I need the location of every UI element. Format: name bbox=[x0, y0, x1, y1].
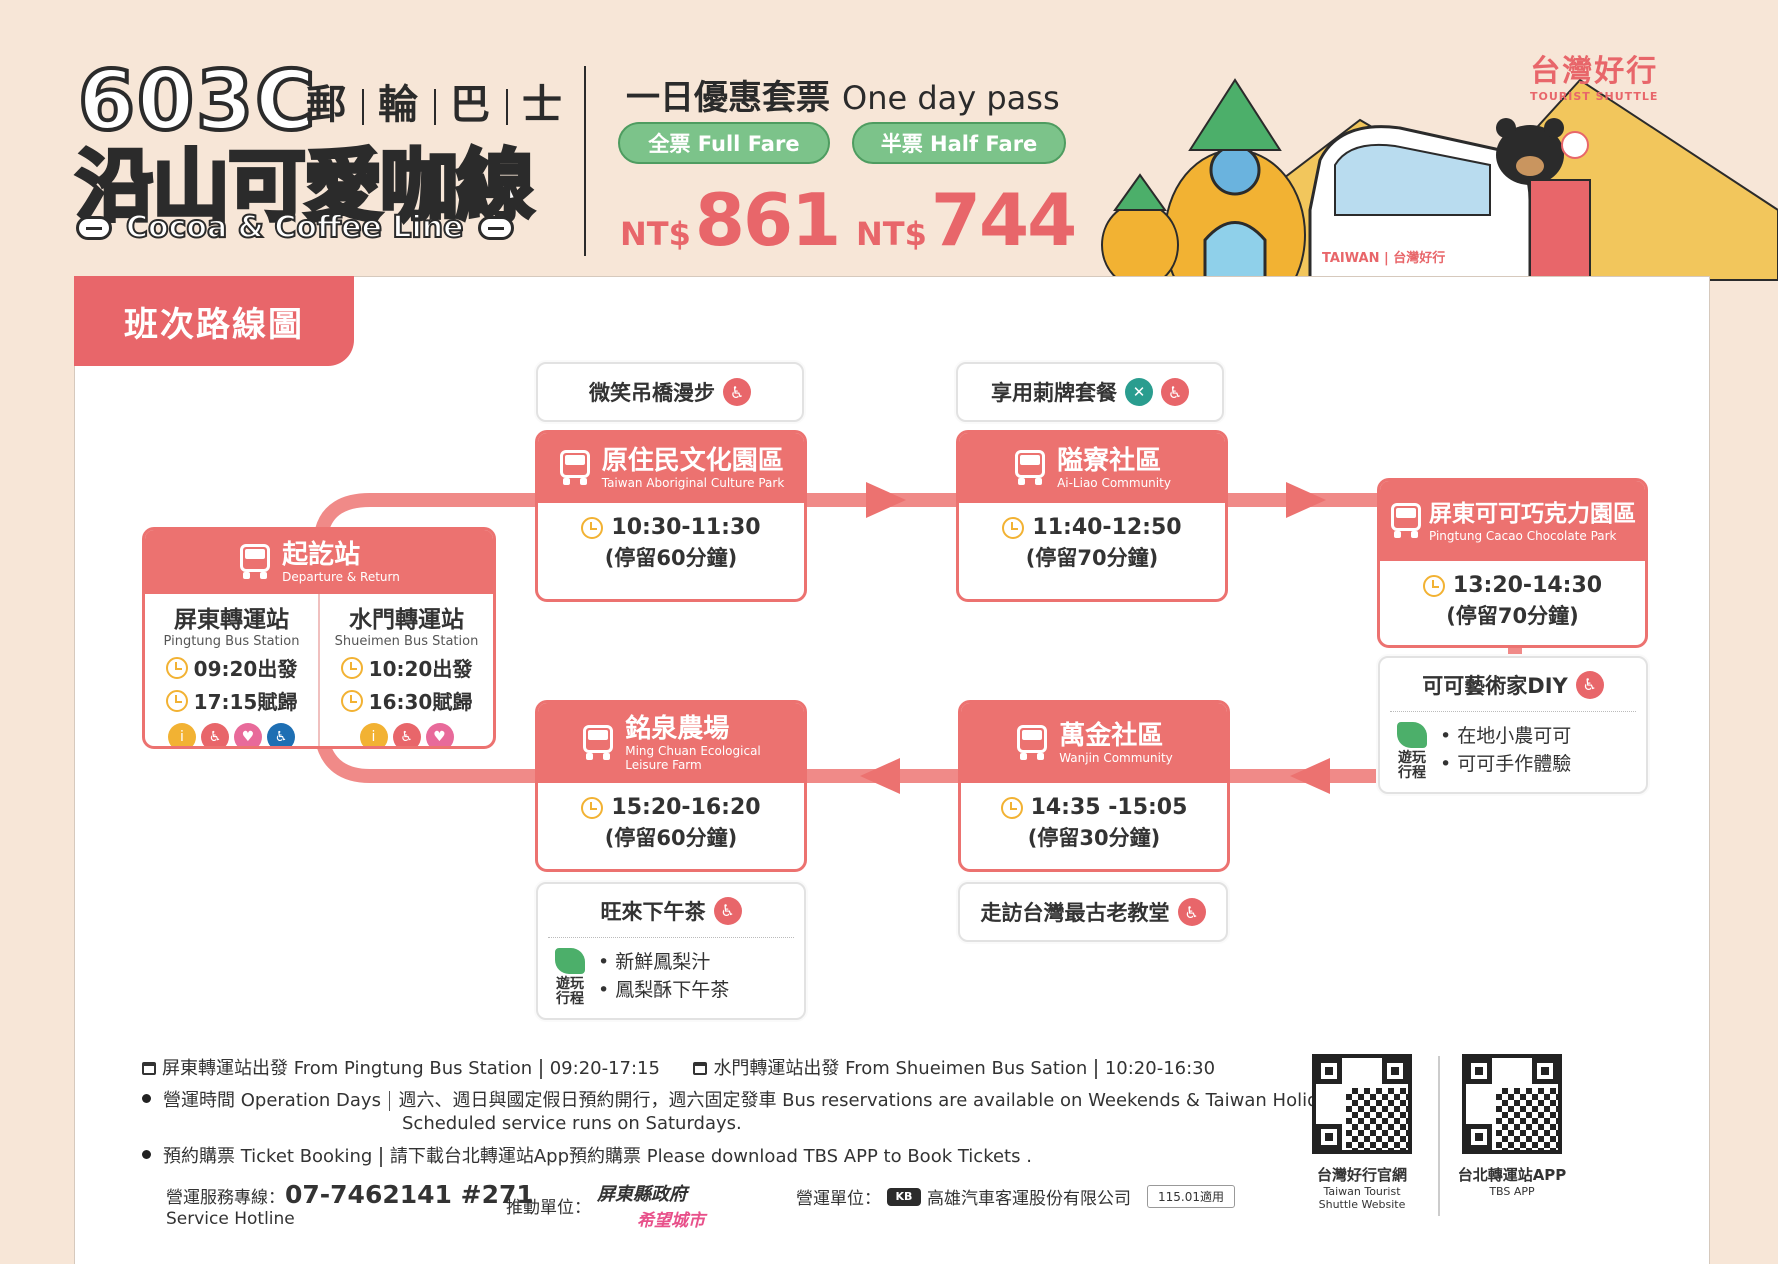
route-line-top bbox=[315, 493, 1417, 537]
website-qr-code[interactable] bbox=[1312, 1054, 1412, 1154]
arrow-right-icon bbox=[866, 482, 906, 518]
bus-icon bbox=[581, 725, 615, 761]
restroom-icon: ♿ bbox=[392, 723, 421, 746]
bus-icon bbox=[1013, 450, 1047, 486]
arrow-right-icon bbox=[1286, 482, 1326, 518]
bus-icon bbox=[1389, 503, 1423, 539]
restroom-icon: ♿ bbox=[201, 723, 229, 746]
restroom-icon: ♿ bbox=[1575, 670, 1604, 699]
line-name-en: Cocoa & Coffee Line bbox=[76, 209, 514, 246]
activity-pineapple-tea: 旺來下午茶♿ 遊玩行程 • 新鮮鳳梨汁• 鳳梨酥下午茶 bbox=[536, 882, 806, 1020]
calendar-icon bbox=[142, 1062, 156, 1075]
activity-suspension-bridge: 微笑吊橋漫步♿ bbox=[536, 362, 804, 422]
half-fare-price: NT$744 bbox=[856, 178, 1077, 262]
dining-icon: ✕ bbox=[1125, 378, 1153, 406]
restroom-icon: ♿ bbox=[723, 378, 751, 406]
bear-mascot-icon bbox=[1496, 118, 1591, 281]
clock-icon bbox=[1002, 516, 1025, 539]
route-number: 603C bbox=[76, 52, 318, 151]
restroom-icon: ♿ bbox=[1177, 898, 1206, 926]
clock-icon bbox=[1422, 574, 1445, 597]
version-tag: 115.01適用 bbox=[1147, 1185, 1235, 1208]
station-shueimen: 水門轉運站 Shueimen Bus Station 10:20出發 16:30… bbox=[318, 594, 493, 746]
qr-divider bbox=[1438, 1056, 1440, 1216]
restroom-icon: ♿ bbox=[713, 896, 742, 925]
line-name-zh: 沿山可愛咖線 bbox=[74, 140, 536, 234]
header-divider bbox=[584, 66, 586, 256]
nursing-room-icon: ♥ bbox=[234, 723, 262, 746]
brand-logo: 台灣好行 TOURIST SHUTTLE bbox=[1530, 54, 1659, 103]
tbs-app-qr-code[interactable] bbox=[1462, 1054, 1562, 1154]
clock-icon bbox=[340, 656, 363, 679]
calendar-icon bbox=[693, 1062, 708, 1075]
bus-icon bbox=[558, 450, 592, 486]
operation-days-cont: Scheduled service runs on Saturdays. bbox=[402, 1113, 742, 1134]
clock-icon bbox=[165, 656, 188, 679]
activity-set-meal: 享用莿牌套餐✕♿ bbox=[956, 362, 1224, 422]
promoter: 推動單位： 屏東縣政府 希望城市 bbox=[506, 1184, 705, 1231]
clock-icon bbox=[1000, 796, 1023, 819]
operator: 營運單位： KB 高雄汽車客運股份有限公司 115.01適用 bbox=[796, 1184, 1235, 1209]
clock-icon bbox=[165, 689, 188, 712]
accessible-icon: ♿ bbox=[267, 723, 295, 746]
clock-icon bbox=[581, 516, 604, 539]
arrow-left-icon bbox=[860, 758, 900, 794]
info-icon: i bbox=[168, 723, 196, 746]
svg-text:TAIWAN | 台灣好行: TAIWAN | 台灣好行 bbox=[1322, 250, 1445, 266]
decor-pill-icon bbox=[76, 215, 112, 240]
bus-icon bbox=[238, 544, 272, 580]
tour-leaf-icon bbox=[1397, 722, 1427, 748]
clock-icon bbox=[340, 689, 363, 712]
decor-pill-icon bbox=[477, 215, 514, 240]
bus-icon bbox=[1015, 725, 1049, 761]
section-title: 班次路線圖 bbox=[74, 276, 354, 366]
service-type: 郵輪巴士 bbox=[306, 82, 564, 128]
tbs-app-qr-label: 台北轉運站APP TBS APP bbox=[1457, 1166, 1567, 1198]
arrow-left-icon bbox=[1290, 758, 1330, 794]
nursing-room-icon: ♥ bbox=[425, 723, 454, 746]
station-pingtung: 屏東轉運站 Pingtung Bus Station 09:20出發 17:15… bbox=[145, 594, 318, 746]
restroom-icon: ♿ bbox=[1161, 378, 1189, 406]
service-hotline: 營運服務專線：07-7462141 #271 Service Hotline bbox=[166, 1180, 534, 1229]
full-fare-price: NT$861 bbox=[620, 178, 841, 262]
half-fare-badge: 半票 Half Fare bbox=[852, 122, 1066, 164]
clock-icon bbox=[581, 796, 604, 819]
kbus-logo-icon: KB bbox=[887, 1187, 921, 1206]
info-icon: i bbox=[359, 723, 388, 746]
bullet-icon bbox=[142, 1150, 151, 1159]
tour-leaf-icon bbox=[555, 948, 585, 974]
activity-oldest-church: 走訪台灣最古老教堂♿ bbox=[958, 882, 1228, 942]
bullet-icon bbox=[142, 1094, 151, 1103]
activity-cocoa-diy: 可可藝術家DIY♿ 遊玩行程 • 在地小農可可• 可可手作體驗 bbox=[1378, 656, 1648, 794]
website-qr-label: 台灣好行官網 Taiwan Tourist Shuttle Website bbox=[1316, 1166, 1407, 1211]
mountains-icon bbox=[1147, 78, 1778, 281]
full-fare-badge: 全票 Full Fare bbox=[618, 122, 830, 164]
